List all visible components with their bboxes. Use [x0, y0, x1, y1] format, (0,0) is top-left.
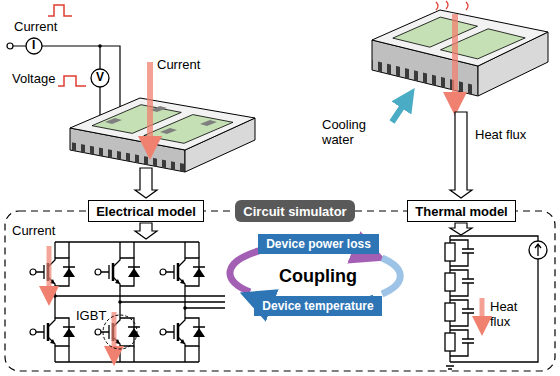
inverter-schematic: [30, 252, 75, 292]
thermal-network: [450, 300, 474, 326]
thermal-network: [535, 244, 541, 256]
power-module-right: [372, 1, 548, 122]
inverter-schematic: [55, 296, 225, 308]
power-module-right: [392, 98, 408, 122]
measurement-wires: [13, 46, 120, 107]
thermal-network: [450, 240, 474, 266]
meter-symbol: I: [32, 39, 35, 53]
flow-label: Cooling water: [322, 118, 384, 148]
power-module-right: [372, 10, 548, 66]
simulator-region: [5, 211, 555, 371]
measurement-wires: [147, 62, 153, 148]
power-module-right: [436, 1, 468, 10]
power-module-right: [452, 14, 458, 104]
thermal-network: [450, 236, 538, 362]
signal-label: Voltage: [12, 72, 55, 87]
thermal-network: [445, 236, 547, 369]
measurement-wires: [91, 69, 109, 87]
inverter-schematic: [103, 315, 137, 349]
inverter-schematic: [30, 312, 75, 352]
measurement-wires: [7, 43, 13, 49]
thermal-network: [446, 366, 454, 369]
hollow-arrow: [135, 223, 157, 239]
flow-label: Heat flux: [475, 128, 526, 143]
measurement-wires: [48, 5, 72, 16]
signal-box: Device temperature: [254, 296, 382, 316]
thermal-network: [445, 243, 455, 261]
signal-label: Current: [14, 20, 57, 35]
thermal-network: [445, 333, 455, 351]
inverter-schematic: [118, 300, 122, 304]
power-module-left: [70, 98, 255, 172]
thermal-network: [480, 298, 485, 326]
thermal-network: [445, 273, 455, 291]
meter-symbol: V: [96, 71, 104, 85]
hollow-arrow: [450, 223, 472, 235]
model-box: Electrical model: [88, 200, 204, 222]
power-module-left: [160, 128, 177, 134]
inverter-schematic: [183, 306, 187, 310]
box-text: Circuit simulator: [243, 204, 346, 219]
measurement-wires: [98, 44, 102, 48]
inverter-schematic: [30, 242, 225, 362]
box-text: Device power loss: [266, 237, 371, 251]
inverter-schematic: [160, 312, 205, 352]
thermal-network: [529, 241, 547, 259]
measurement-wires: [26, 38, 42, 54]
simulator-box: Circuit simulator: [235, 200, 355, 222]
hollow-arrow: [450, 112, 472, 198]
signal-label: Current: [157, 58, 200, 73]
power-module-left: [105, 118, 122, 124]
model-box: Thermal model: [407, 200, 516, 222]
inverter-schematic: [112, 312, 117, 356]
signal-box: Device power loss: [258, 234, 379, 254]
measurement-wires: [7, 5, 150, 148]
signal-label: Current: [12, 224, 55, 239]
inverter-schematic: [160, 252, 205, 292]
thermal-network: [445, 303, 455, 321]
coupling-loop: [382, 258, 400, 294]
measurement-wires: [58, 76, 86, 86]
power-module-left: [70, 98, 255, 150]
inverter-schematic: [95, 252, 140, 292]
power-module-left: [144, 115, 233, 144]
box-text: Thermal model: [415, 204, 507, 219]
power-module-right: [372, 60, 478, 96]
power-module-left: [200, 120, 217, 126]
power-module-left: [92, 105, 181, 134]
flow-label: Heat flux: [490, 300, 534, 330]
thermal-network: [450, 270, 474, 296]
inverter-schematic: [53, 294, 57, 298]
inverter-schematic: [47, 246, 52, 296]
thermal-network: [450, 330, 474, 356]
box-text: Device temperature: [262, 299, 373, 313]
hollow-arrow: [135, 168, 157, 198]
part-label: IGBT: [76, 309, 106, 324]
coupling-title: Coupling: [279, 266, 357, 287]
box-text: Electrical model: [96, 204, 196, 219]
